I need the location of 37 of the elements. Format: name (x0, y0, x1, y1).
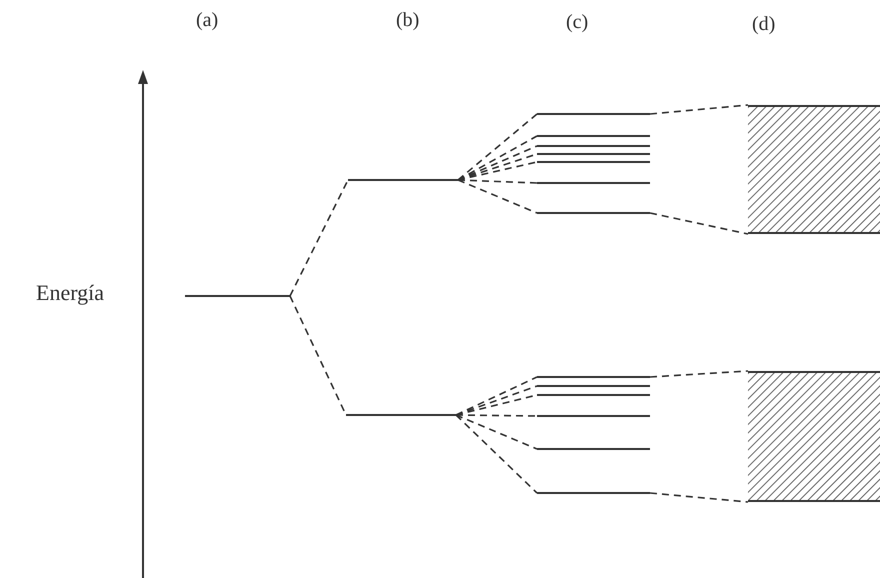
dashed-connector (650, 104, 748, 115)
energy-level-line (537, 113, 650, 115)
dashed-connector (458, 179, 538, 184)
dashed-connector (650, 212, 748, 235)
energy-level-line (537, 161, 650, 163)
axis-label: Energía (36, 282, 104, 304)
energy-level-line (537, 394, 650, 396)
dashed-connector (456, 385, 538, 416)
dashed-connector (289, 180, 349, 296)
hatched-energy-band (748, 371, 880, 502)
energy-level-line (346, 414, 456, 416)
energy-level-line (348, 179, 458, 181)
hatched-energy-band (748, 105, 880, 234)
energy-level-line (537, 376, 650, 378)
dashed-connector (456, 376, 538, 416)
column-label: (a) (196, 10, 218, 30)
dashed-connector (458, 135, 538, 181)
energy-level-line (537, 492, 650, 494)
column-label: (b) (396, 10, 420, 30)
energy-level-line (185, 295, 290, 297)
dashed-connector (458, 179, 538, 214)
dashed-connector (455, 414, 538, 494)
dashed-connector (650, 492, 748, 503)
energy-level-line (537, 145, 650, 147)
energy-level-line (537, 212, 650, 214)
energy-level-line (537, 153, 650, 155)
energy-level-line (537, 135, 650, 137)
dashed-connector (456, 414, 538, 417)
dashed-connector (650, 370, 748, 378)
dashed-connector (456, 414, 538, 450)
energy-level-line (537, 182, 650, 184)
column-label: (c) (566, 12, 588, 32)
dashed-connector (457, 113, 538, 181)
energy-level-line (537, 448, 650, 450)
energy-level-line (537, 415, 650, 417)
energy-level-line (537, 385, 650, 387)
column-label: (d) (752, 14, 776, 34)
